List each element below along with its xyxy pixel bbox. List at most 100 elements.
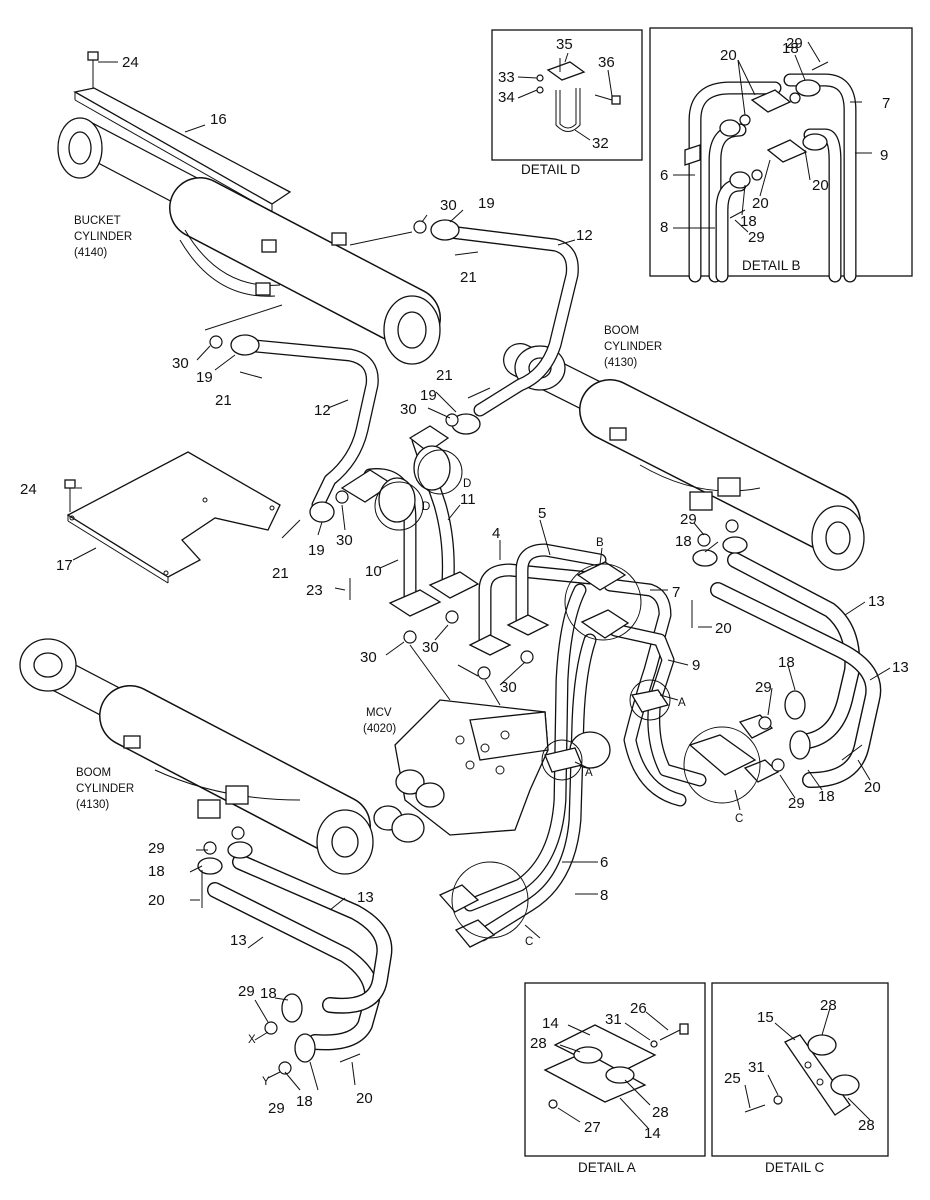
mcv-label-line1: MCV [366, 707, 392, 719]
detail-b-caption: DETAIL B [742, 258, 801, 273]
part-label-30-left: 30 [172, 355, 189, 372]
part-label-19-left: 19 [196, 369, 213, 386]
boom-cylinder-left-label-line1: BOOM [76, 767, 111, 779]
part-label-20-detail-b-mid1: 20 [752, 195, 769, 212]
pipes-12 [238, 225, 579, 512]
part-label-28-detail-a-low: 28 [652, 1104, 669, 1121]
mcv-block [373, 699, 611, 843]
part-label-20-right-top: 20 [715, 620, 732, 637]
part-label-34: 34 [498, 89, 515, 106]
part-label-18-left-low: 18 [296, 1093, 313, 1110]
part-label-36: 36 [598, 54, 615, 71]
part-label-26: 26 [630, 1000, 647, 1017]
cylinder-labels: BUCKET CYLINDER (4140) BOOM CYLINDER (41… [74, 215, 662, 811]
detail-d-caption: DETAIL D [521, 162, 581, 177]
part-label-32: 32 [592, 135, 609, 152]
detail-c-box [711, 982, 889, 1157]
hoses-13 [207, 552, 882, 1051]
part-label-13-right-1: 13 [868, 593, 885, 610]
mark-b: B [596, 537, 604, 549]
part-label-28-detail-a-top: 28 [530, 1035, 547, 1052]
part-label-28-detail-c-low: 28 [858, 1117, 875, 1134]
part-label-18-right-low: 18 [818, 788, 835, 805]
part-label-30-c3: 30 [500, 679, 517, 696]
part-label-27: 27 [584, 1119, 601, 1136]
part-label-4: 4 [492, 525, 500, 542]
part-label-23: 23 [306, 582, 323, 599]
part-17-cover-plate [64, 451, 281, 584]
part-label-13-right-2: 13 [892, 659, 909, 676]
part-label-18-detail-b-top: 18 [782, 40, 799, 57]
part-label-25: 25 [724, 1070, 741, 1087]
part-label-6: 6 [600, 854, 608, 871]
part-label-35: 35 [556, 36, 573, 53]
part-label-8: 8 [600, 887, 608, 904]
part-label-12-left: 12 [314, 402, 331, 419]
part-label-30-mid: 30 [400, 401, 417, 418]
part-label-29-detail-b-top: 29 [786, 35, 803, 52]
boom-cylinder-left [19, 638, 374, 875]
part-label-18-detail-b-low: 18 [740, 213, 757, 230]
part-label-30-c1: 30 [360, 649, 377, 666]
part-label-14-detail-a-low: 14 [644, 1125, 661, 1142]
part-label-18-right-mid: 18 [778, 654, 795, 671]
split-flanges-18 [197, 536, 811, 1063]
part-label-20-detail-b-top: 20 [720, 47, 737, 64]
mark-c-2: C [525, 936, 533, 948]
part-label-29-right-top: 29 [680, 511, 697, 528]
part-label-20-left-low: 20 [356, 1090, 373, 1107]
mark-y: Y [262, 1076, 270, 1088]
part-label-15: 15 [757, 1009, 774, 1026]
mark-d-1: D [422, 501, 430, 513]
part-label-11: 11 [460, 491, 476, 508]
part-label-29-left-mid: 29 [238, 983, 255, 1000]
leader-lines [72, 41, 891, 1129]
bucket-cylinder-label-line3: (4140) [74, 247, 107, 259]
part-label-29-left-low: 29 [268, 1100, 285, 1117]
part-label-7: 7 [672, 584, 680, 601]
mark-a-1: A [678, 697, 686, 709]
part-label-14-detail-a-top: 14 [542, 1015, 559, 1032]
part-label-9: 9 [692, 657, 700, 674]
detail-callout-circles [374, 449, 761, 939]
part-label-21-low: 21 [272, 565, 289, 582]
bucket-cylinder-label-line1: BUCKET [74, 215, 121, 227]
part-label-6-detail-b: 6 [660, 167, 668, 184]
part-label-29-left-top: 29 [148, 840, 165, 857]
pipes-10-11 [340, 425, 480, 617]
part-number-labels: 24 16 30 19 12 21 30 19 21 12 21 19 30 2… [20, 35, 909, 1142]
part-label-18-right-top: 18 [675, 533, 692, 550]
part-label-28-detail-c-top: 28 [820, 997, 837, 1014]
part-label-19-mid: 19 [420, 387, 437, 404]
part-label-31-detail-c: 31 [748, 1059, 765, 1076]
boom-cylinder-right-label-line2: CYLINDER [604, 341, 662, 353]
part-label-7-detail-b: 7 [882, 95, 890, 112]
part-label-20-detail-b-mid2: 20 [812, 177, 829, 194]
small-hardware [201, 220, 863, 1075]
part-label-9-detail-b: 9 [880, 147, 888, 164]
part-label-24-left: 24 [20, 481, 37, 498]
part-label-19-low: 19 [308, 542, 325, 559]
boom-cylinder-right-label-line3: (4130) [604, 357, 637, 369]
part-label-18-left-mid: 18 [260, 985, 277, 1002]
mark-c-1: C [735, 813, 743, 825]
part-label-29-detail-b-low: 29 [748, 229, 765, 246]
mark-a-2: A [585, 767, 593, 779]
part-label-30-low: 30 [336, 532, 353, 549]
part-label-13-left-2: 13 [230, 932, 247, 949]
part-label-8-detail-b: 8 [660, 219, 668, 236]
mcv-label-line2: (4020) [363, 723, 396, 735]
part-label-19-top: 19 [478, 195, 495, 212]
part-label-21-left: 21 [215, 392, 232, 409]
part-label-17: 17 [56, 557, 73, 574]
bucket-cylinder [57, 117, 441, 365]
boom-cylinder-right-label-line1: BOOM [604, 325, 639, 337]
part-label-21-top: 21 [460, 269, 477, 286]
pipes-6-8 [438, 583, 597, 948]
boom-cylinder-left-label-line2: CYLINDER [76, 783, 134, 795]
part-label-29-right-mid: 29 [755, 679, 772, 696]
mark-x: X [248, 1034, 256, 1046]
part-label-30-c2: 30 [422, 639, 439, 656]
